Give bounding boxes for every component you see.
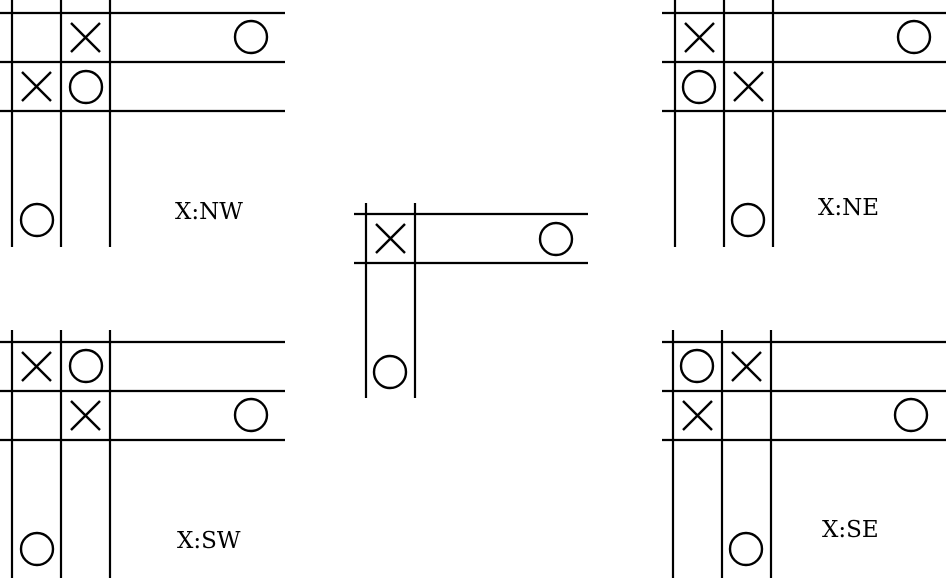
x-mark (70, 22, 101, 53)
x-mark (682, 400, 713, 431)
x-mark (375, 223, 406, 254)
x-mark (731, 351, 762, 382)
o-mark (896, 19, 932, 55)
o-mark (730, 202, 766, 238)
o-mark (372, 354, 408, 390)
o-mark (68, 348, 104, 384)
o-mark (679, 348, 715, 384)
panel-ne: X:NE (662, 0, 946, 247)
o-mark (538, 221, 574, 257)
panel-center (354, 203, 588, 398)
panel-label-nw: X:NW (175, 199, 243, 225)
panel-se: X:SE (662, 330, 946, 578)
o-mark (19, 202, 55, 238)
x-mark (684, 22, 715, 53)
o-mark (681, 69, 717, 105)
panel-nw: X:NW (0, 0, 285, 247)
o-mark (233, 397, 269, 433)
x-mark (733, 71, 764, 102)
x-mark (21, 71, 52, 102)
panel-label-ne: X:NE (818, 195, 879, 221)
panel-sw: X:SW (0, 330, 285, 578)
panel-label-se: X:SE (822, 517, 879, 543)
o-mark (728, 531, 764, 567)
o-mark (68, 69, 104, 105)
o-mark (893, 397, 929, 433)
panel-label-sw: X:SW (177, 528, 241, 554)
o-mark (233, 19, 269, 55)
x-mark (70, 400, 101, 431)
o-mark (19, 531, 55, 567)
x-mark (21, 351, 52, 382)
